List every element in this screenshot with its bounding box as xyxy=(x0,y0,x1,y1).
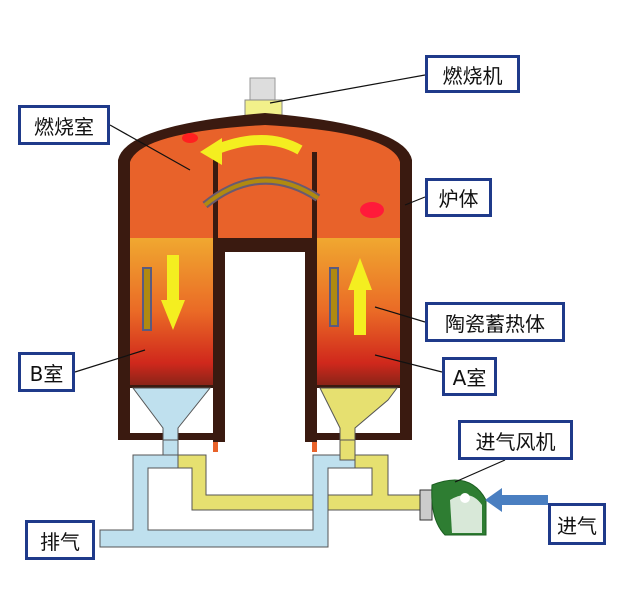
inlet-pipes xyxy=(177,454,426,511)
burner-stack xyxy=(249,77,276,101)
inlet-arrow xyxy=(485,488,548,512)
flow-arrow-a-down xyxy=(329,267,339,327)
hopper-b xyxy=(132,387,212,441)
label-burner: 燃烧机 xyxy=(425,55,520,93)
flow-arrow-b-up xyxy=(142,267,152,331)
label-combustion-chamber: 燃烧室 xyxy=(18,105,110,145)
label-air-inlet: 进气 xyxy=(548,503,606,545)
flow-arrow-top xyxy=(200,138,222,165)
label-furnace-body: 炉体 xyxy=(425,178,492,217)
label-inlet-fan: 进气风机 xyxy=(458,420,573,460)
label-chamber-a: A室 xyxy=(442,357,497,396)
label-ceramic-regenerator: 陶瓷蓄热体 xyxy=(425,302,565,342)
label-exhaust: 排气 xyxy=(25,520,95,560)
flow-arrow-a-up xyxy=(348,258,372,335)
leader-lines xyxy=(74,74,506,483)
inlet-fan xyxy=(419,479,487,536)
hopper-a xyxy=(319,387,398,441)
flow-arrow-b-down xyxy=(161,255,185,330)
label-chamber-b: B室 xyxy=(18,352,75,392)
flow-arrow-arc xyxy=(203,178,320,207)
